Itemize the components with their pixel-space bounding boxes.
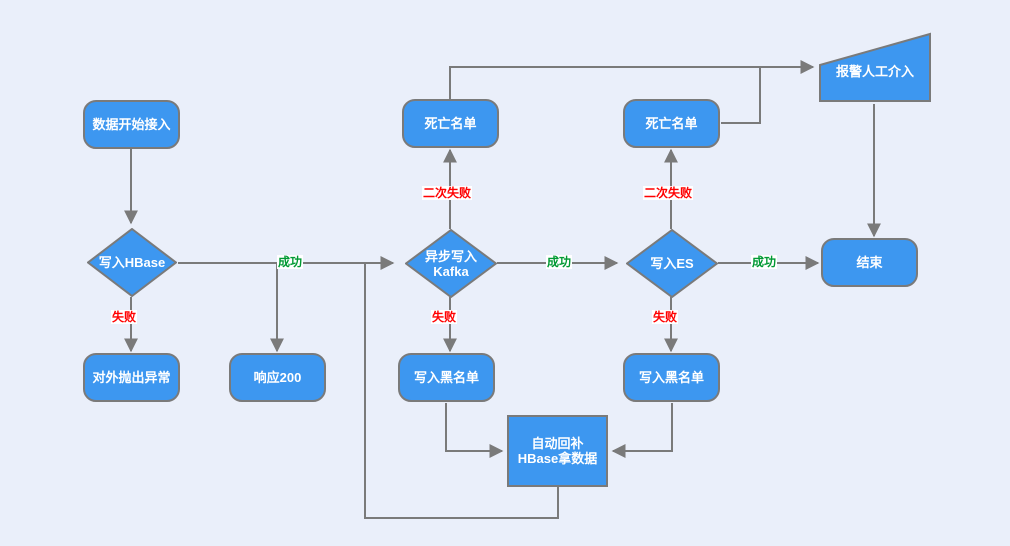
node-blacklist-kafka-label: 写入黑名单 (413, 370, 479, 385)
node-async-write-kafka[interactable]: 异步写入 Kafka (405, 229, 497, 298)
edge-label-es-fail: 失败 (652, 310, 679, 324)
node-write-es-label: 写入ES (650, 256, 694, 271)
node-respond-200[interactable]: 响应200 (229, 353, 326, 402)
edge-label-kafka-second-fail: 二次失败 (422, 186, 473, 200)
node-throw-exception-label: 对外抛出异常 (92, 370, 171, 385)
node-dead-list-kafka[interactable]: 死亡名单 (402, 99, 499, 148)
edge-label-es-second-fail: 二次失败 (643, 186, 694, 200)
diamond-shape (405, 229, 497, 298)
node-auto-backfill[interactable]: 自动回补 HBase拿数据 (507, 415, 608, 487)
node-dead-list-es[interactable]: 死亡名单 (623, 99, 720, 148)
node-blacklist-kafka[interactable]: 写入黑名单 (398, 353, 495, 402)
edge-blacklist-es-to-backfill (611, 403, 673, 458)
edge-deadlist-es-to-alert (721, 67, 761, 124)
node-write-es[interactable]: 写入ES (626, 229, 718, 298)
edge-deadlist-kafka-to-alert (449, 60, 815, 99)
edge-label-kafka-fail: 失败 (431, 310, 458, 324)
edge-label-hbase-fail: 失败 (111, 310, 138, 324)
diamond-shape (626, 229, 718, 298)
node-dead-list-kafka-label: 死亡名单 (424, 116, 477, 131)
edge-label-hbase-success: 成功 (277, 255, 304, 269)
edge-blacklist-kafka-to-backfill (445, 403, 504, 458)
node-blacklist-es[interactable]: 写入黑名单 (623, 353, 720, 402)
node-blacklist-es-label: 写入黑名单 (638, 370, 704, 385)
node-throw-exception[interactable]: 对外抛出异常 (83, 353, 180, 402)
node-write-hbase[interactable]: 写入HBase (87, 228, 177, 297)
node-end-label: 结束 (856, 255, 883, 270)
node-write-hbase-label: 写入HBase (98, 255, 166, 270)
node-start-label: 数据开始接入 (92, 117, 171, 132)
node-alert-manual-label: 报警人工介入 (835, 64, 914, 79)
node-dead-list-es-label: 死亡名单 (645, 116, 698, 131)
trapezoid-shape (819, 32, 931, 102)
node-auto-backfill-label: 自动回补 HBase拿数据 (517, 436, 598, 466)
edge-label-es-success: 成功 (751, 255, 778, 269)
diamond-shape (87, 228, 177, 297)
node-start[interactable]: 数据开始接入 (83, 100, 180, 149)
edge-label-kafka-success: 成功 (546, 255, 573, 269)
node-respond-200-label: 响应200 (253, 370, 302, 385)
node-end[interactable]: 结束 (821, 238, 918, 287)
node-async-write-kafka-label: 异步写入 Kafka (424, 248, 477, 279)
edge-backfill-loop-to-kafka (364, 263, 559, 519)
node-alert-manual[interactable]: 报警人工介入 (817, 31, 933, 104)
